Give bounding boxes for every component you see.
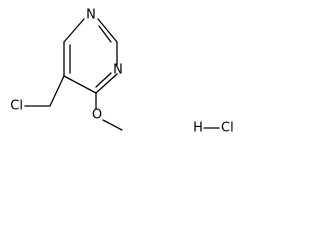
ring-nitrogen-2-label: N [113, 63, 123, 78]
hcl-chlorine-label: Cl [221, 121, 234, 136]
methoxy-oxygen-label: O [92, 108, 102, 123]
chloromethyl-chlorine-label: Cl [10, 99, 23, 114]
bond-o-ch3 [102, 119, 123, 131]
ring-bond-n3-c4 [95, 73, 118, 94]
ring-double-bond-inner-c4 [95, 72, 112, 88]
ring-nitrogen-1-label: N [86, 8, 96, 23]
ring-bond-c6-n1 [63, 18, 85, 43]
ring-bond-c4-c5 [63, 75, 97, 94]
bond-c5-ch2 [49, 75, 65, 107]
hcl-hydrogen-label: H [193, 121, 203, 136]
chemical-structure: N N O Cl H Cl [10, 8, 234, 136]
ring-bond-n1-c2 [97, 18, 118, 43]
ring-double-bond-inner-n1c2 [98, 25, 112, 43]
